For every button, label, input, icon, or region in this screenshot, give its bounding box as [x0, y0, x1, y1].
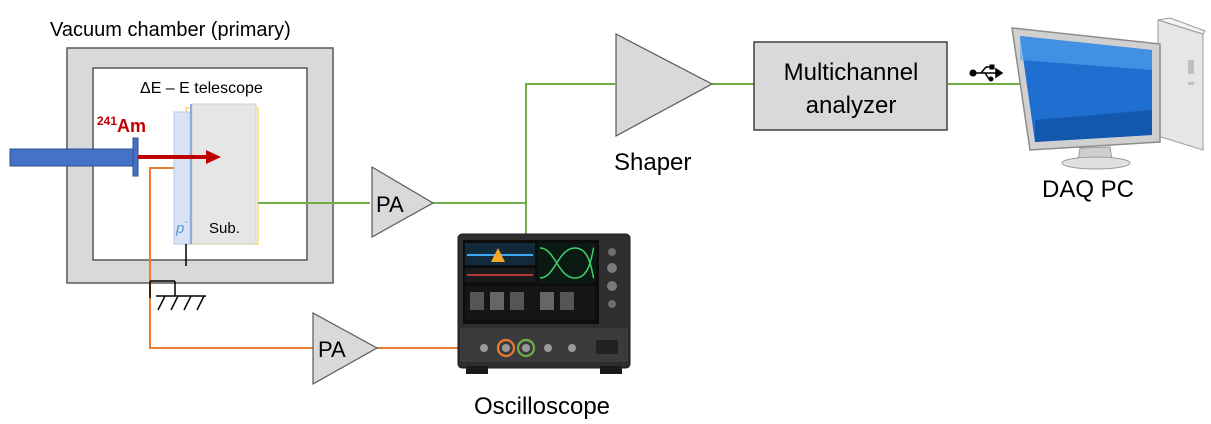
vacuum-chamber-label: Vacuum chamber (primary) — [50, 19, 291, 41]
mca-label-line2: analyzer — [806, 92, 897, 119]
oscilloscope-label: Oscilloscope — [474, 393, 610, 420]
p-layer-label: p- — [175, 217, 188, 237]
beam-pipe — [9, 148, 137, 167]
preamp-top-label: PA — [376, 192, 404, 217]
am241-symbol: Am — [117, 116, 146, 136]
shaper-triangle — [615, 33, 714, 138]
am241-source-label: 241Am — [97, 114, 146, 136]
telescope-label: ΔE – E telescope — [140, 80, 263, 97]
preamp-bottom-label: PA — [318, 337, 346, 362]
alpha-particle-arrowhead — [206, 150, 221, 164]
oscilloscope-icon — [457, 233, 631, 374]
mca-box — [753, 41, 948, 131]
oscilloscope-orange-input — [496, 338, 516, 358]
mca-label-line1: Multichannel — [784, 59, 919, 86]
substrate-label: Sub. — [209, 220, 240, 237]
ground-icon — [149, 280, 206, 311]
preamp-bottom-triangle — [312, 311, 379, 386]
am241-mass-number: 241 — [97, 114, 117, 128]
source-holder — [132, 137, 139, 177]
substrate-layer — [191, 103, 257, 245]
daq-pc-label: DAQ PC — [1042, 176, 1134, 203]
orange-signal-wire — [149, 167, 313, 349]
usb-icon — [969, 64, 1004, 82]
shaper-label: Shaper — [614, 149, 691, 176]
monitor-icon — [1011, 17, 1206, 170]
preamp-top-triangle — [371, 165, 435, 239]
oscilloscope-green-input — [516, 338, 536, 358]
